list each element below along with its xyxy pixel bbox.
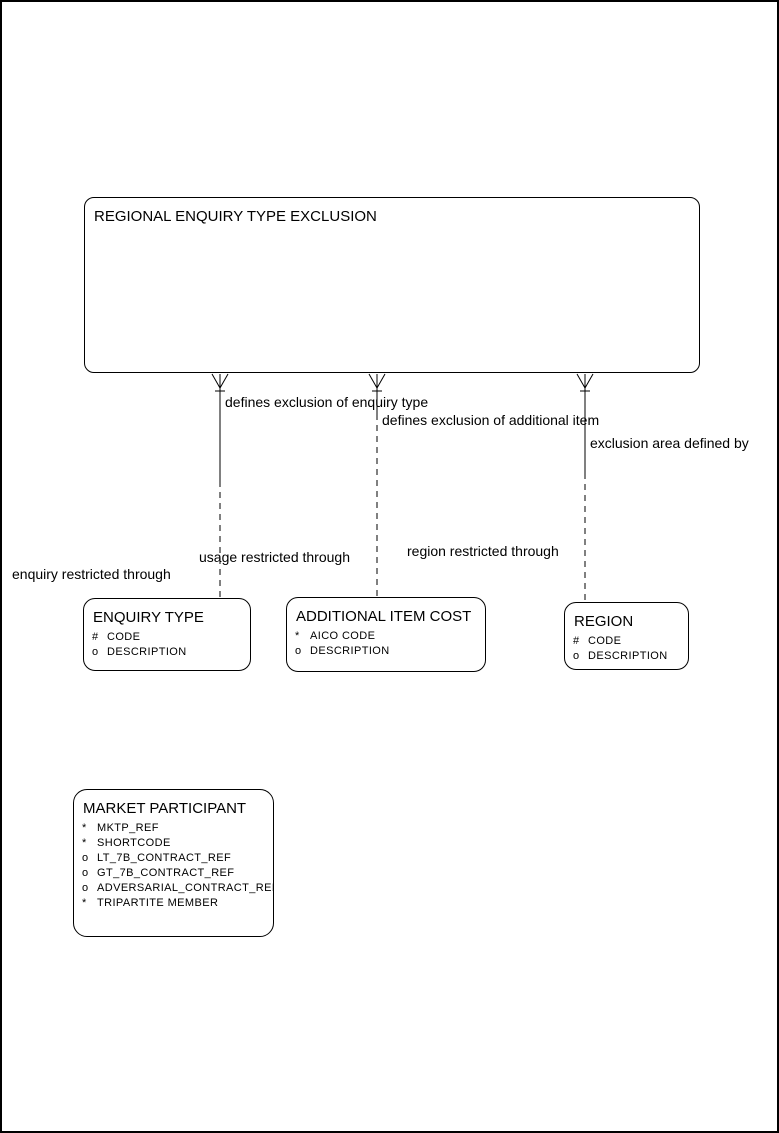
attribute-label: DESCRIPTION — [310, 645, 390, 657]
attribute-label: DESCRIPTION — [588, 650, 668, 662]
relationship-line-additional-item-cost[interactable] — [368, 373, 386, 597]
attribute-prefix: # — [92, 631, 99, 643]
attribute-list: # CODE o DESCRIPTION — [84, 626, 250, 660]
attribute-label: AICO CODE — [310, 630, 376, 642]
attribute-prefix: o — [82, 867, 89, 879]
entity-title: ENQUIRY TYPE — [93, 609, 204, 626]
attribute-row: o GT_7B_CONTRACT_REF — [82, 866, 273, 881]
relationship-label-exclusion-area-defined-by: exclusion area defined by — [590, 435, 749, 451]
attribute-prefix: * — [82, 897, 87, 909]
attribute-row: * AICO CODE — [295, 629, 485, 644]
entity-region[interactable]: REGION # CODE o DESCRIPTION — [564, 602, 689, 670]
attribute-prefix: o — [82, 852, 89, 864]
attribute-prefix: o — [295, 645, 302, 657]
attribute-prefix: * — [295, 630, 300, 642]
entity-title: REGION — [574, 613, 634, 630]
entity-market-participant[interactable]: MARKET PARTICIPANT * MKTP_REF * SHORTCODE … — [73, 789, 274, 937]
attribute-label: GT_7B_CONTRACT_REF — [97, 867, 235, 879]
attribute-prefix: o — [82, 882, 89, 894]
attribute-label: TRIPARTITE MEMBER — [97, 897, 219, 909]
attribute-label: SHORTCODE — [97, 837, 171, 849]
attribute-label: ADVERSARIAL_CONTRACT_REF — [97, 882, 274, 894]
attribute-row: # CODE — [92, 630, 250, 645]
relationship-label-region-restricted-through: region restricted through — [407, 543, 559, 559]
attribute-label: CODE — [107, 631, 141, 643]
attribute-list: * MKTP_REF * SHORTCODE o LT_7B_CONTRACT_REF… — [74, 817, 273, 911]
attribute-row: o DESCRIPTION — [92, 645, 250, 660]
attribute-row: # CODE — [573, 634, 688, 649]
relationship-label-usage-restricted-through: usage restricted through — [199, 549, 350, 565]
attribute-prefix: # — [573, 635, 580, 647]
relationship-line-region[interactable] — [576, 373, 594, 602]
relationship-line-enquiry-type[interactable] — [211, 373, 229, 598]
attribute-label: CODE — [588, 635, 622, 647]
relationship-label-enquiry-restricted-through: enquiry restricted through — [12, 566, 171, 582]
attribute-row: * SHORTCODE — [82, 836, 273, 851]
entity-title: ADDITIONAL ITEM COST — [296, 608, 472, 625]
attribute-prefix: * — [82, 822, 87, 834]
entity-additional-item-cost[interactable]: ADDITIONAL ITEM COST * AICO CODE o DESCRIP… — [286, 597, 486, 672]
attribute-row: * TRIPARTITE MEMBER — [82, 896, 273, 911]
attribute-row: o DESCRIPTION — [295, 644, 485, 659]
attribute-label: LT_7B_CONTRACT_REF — [97, 852, 232, 864]
attribute-row: o ADVERSARIAL_CONTRACT_REF — [82, 881, 273, 896]
relationship-label-defines-exclusion-of-enquiry-type: defines exclusion of enquiry type — [225, 394, 429, 410]
attribute-label: DESCRIPTION — [107, 646, 187, 658]
attribute-row: * MKTP_REF — [82, 821, 273, 836]
attribute-label: MKTP_REF — [97, 822, 159, 834]
attribute-list: # CODE o DESCRIPTION — [565, 630, 688, 664]
attribute-list: * AICO CODE o DESCRIPTION — [287, 625, 485, 659]
attribute-prefix: * — [82, 837, 87, 849]
attribute-prefix: o — [573, 650, 580, 662]
entity-enquiry-type[interactable]: ENQUIRY TYPE # CODE o DESCRIPTION — [83, 598, 251, 671]
attribute-row: o DESCRIPTION — [573, 649, 688, 664]
entity-regional-enquiry-type-exclusion[interactable]: REGIONAL ENQUIRY TYPE EXCLUSION — [84, 197, 700, 373]
entity-title: REGIONAL ENQUIRY TYPE EXCLUSION — [94, 208, 377, 225]
relationship-label-defines-exclusion-of-additional-item: defines exclusion of additional item — [382, 412, 600, 428]
attribute-prefix: o — [92, 646, 99, 658]
attribute-row: o LT_7B_CONTRACT_REF — [82, 851, 273, 866]
entity-title: MARKET PARTICIPANT — [83, 800, 247, 817]
